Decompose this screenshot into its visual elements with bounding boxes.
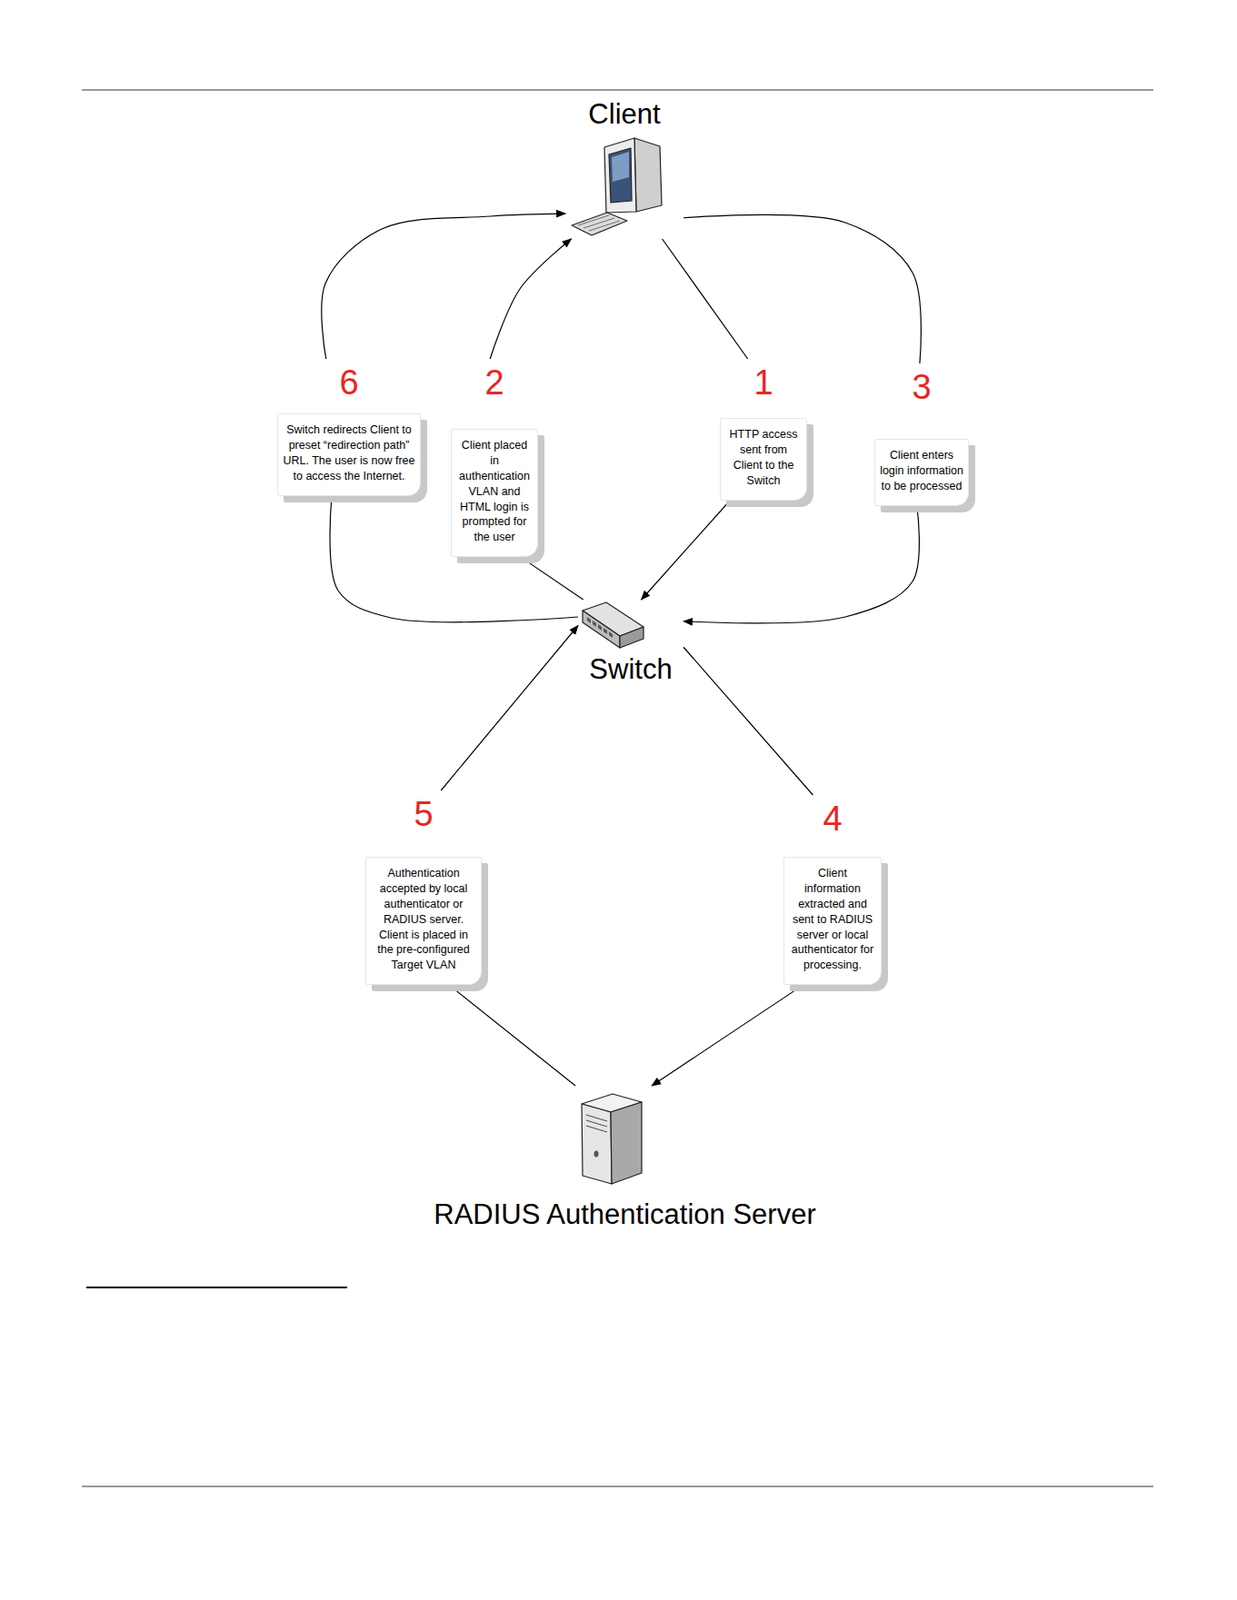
client-node: Client: [565, 98, 684, 240]
flow-connector: [651, 985, 803, 1087]
step-description: Authentication accepted by local authent…: [365, 857, 482, 986]
underline-rule: [86, 1286, 348, 1289]
flow-connector: [641, 500, 731, 601]
footer-rule: [81, 1486, 1154, 1488]
step-description: Client placed in authentication VLAN and…: [450, 428, 539, 558]
step-number: 3: [874, 363, 969, 411]
step-description: Client enters login information to be pr…: [874, 438, 969, 507]
callout-box: 5Authentication accepted by local authen…: [365, 790, 482, 986]
step-number: 2: [450, 359, 539, 407]
flow-connector: [683, 214, 921, 364]
flow-connector: [448, 985, 576, 1087]
node-label: Client: [588, 98, 660, 131]
header-rule: [81, 89, 1154, 91]
callout-box: 4Client information extracted and sent t…: [783, 795, 882, 986]
flow-connector: [489, 239, 571, 360]
flow-connector: [440, 626, 579, 792]
computer-icon: [571, 138, 662, 236]
step-number: 1: [719, 359, 808, 407]
server-node: RADIUS Authentication Server: [399, 1086, 850, 1232]
server-icon: [581, 1094, 642, 1185]
flow-connector: [321, 213, 566, 360]
step-number: 5: [365, 790, 482, 838]
step-number: 6: [277, 359, 421, 407]
flow-connector: [520, 557, 584, 600]
step-number: 4: [783, 795, 882, 843]
step-description: Switch redirects Client to preset “redir…: [277, 413, 421, 497]
node-label: Switch: [588, 653, 672, 687]
callout-box: 6Switch redirects Client to preset “redi…: [277, 359, 421, 497]
flow-connector: [662, 239, 749, 360]
flow-connector: [683, 647, 813, 796]
callout-box: 1HTTP access sent from Client to the Swi…: [719, 359, 808, 501]
switch-node: Switch: [578, 599, 684, 687]
callout-box: 2Client placed in authentication VLAN an…: [450, 359, 539, 558]
switch-icon: [582, 602, 644, 649]
node-label: RADIUS Authentication Server: [433, 1198, 816, 1232]
step-description: Client information extracted and sent to…: [783, 857, 882, 986]
step-description: HTTP access sent from Client to the Swit…: [719, 418, 808, 501]
callout-box: 3Client enters login information to be p…: [874, 363, 969, 507]
flow-connector: [683, 506, 919, 624]
